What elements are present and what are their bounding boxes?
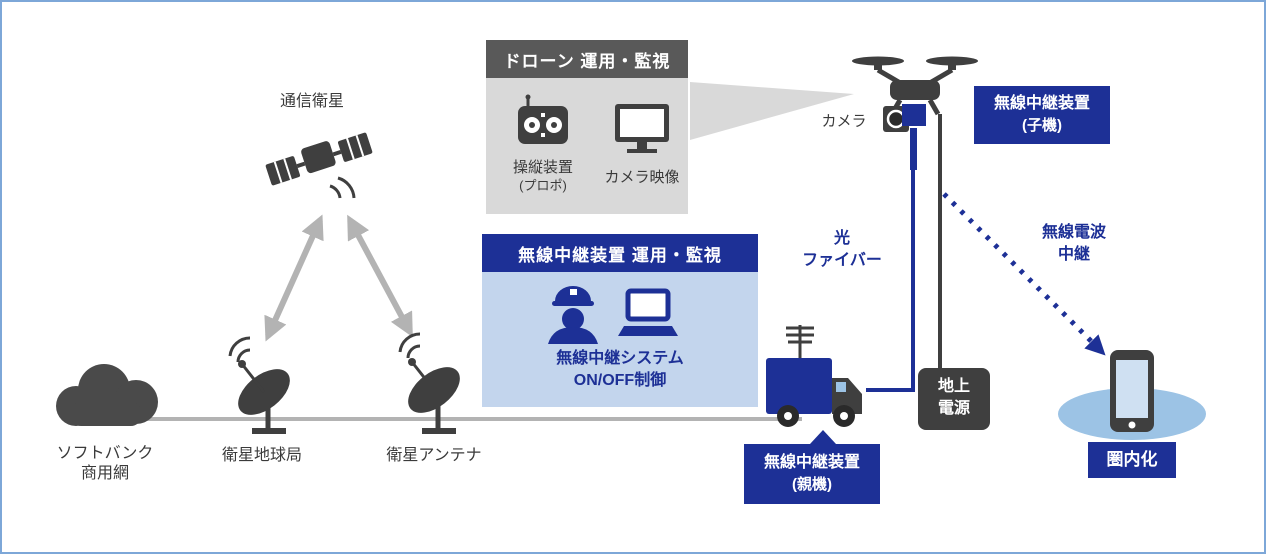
relay-control-line2: ON/OFF制御: [573, 372, 667, 389]
ground-power-line2: 電源: [937, 400, 970, 417]
parent-unit-badge-line2: (親機): [792, 476, 832, 493]
drone-camera-label: カメラ: [821, 113, 867, 130]
network-cloud-icon: [46, 354, 166, 434]
radio-relay-label-line2: 中継: [1057, 246, 1090, 263]
smartphone-icon: [1108, 348, 1156, 434]
controller-label: 操縦装置: [512, 159, 573, 176]
parent-unit-badge-line1: 無線中継装置: [763, 454, 860, 471]
camera-monitor-icon: [612, 102, 672, 156]
drone-panel-body: [486, 78, 688, 214]
optical-fiber-label-line2: ファイバー: [802, 252, 882, 269]
child-unit-badge-line1: 無線中継装置: [993, 95, 1090, 112]
satellite-link-left-arrow: [264, 214, 324, 342]
relay-panel-header: 無線中継装置 運用・監視: [482, 234, 758, 272]
relay-panel-body: [482, 272, 758, 407]
child-relay-unit-icon: [902, 104, 926, 126]
satellite-link-right-arrow: [347, 214, 413, 338]
child-unit-badge-line2: (子機): [1022, 117, 1062, 134]
drone-icon: [850, 48, 980, 178]
relay-truck-icon: [760, 322, 872, 434]
earth-station-label: 衛星地球局: [221, 447, 302, 464]
optical-fiber-label-line1: 光: [833, 230, 850, 247]
cloud-label-line1: ソフトバンク: [56, 445, 154, 462]
optical-fiber-line: [866, 162, 915, 392]
satellite-label: 通信衛星: [279, 93, 344, 110]
satellite-antenna-label: 衛星アンテナ: [386, 447, 482, 464]
satellite-antenna-dish-icon: [394, 326, 474, 438]
coverage-badge: 圏内化: [1088, 442, 1176, 478]
ground-power-box: 地上 電源: [918, 368, 990, 430]
radio-relay-arrow: [942, 192, 1106, 356]
laptop-icon: [618, 288, 678, 342]
parent-unit-badge: 無線中継装置 (親機): [744, 444, 880, 504]
controller-sublabel: (プロポ): [519, 178, 567, 193]
cloud-label-line2: 商用網: [80, 465, 129, 482]
child-unit-badge: 無線中継装置 (子機): [974, 86, 1110, 144]
camera-monitor-label: カメラ映像: [604, 169, 680, 186]
optical-fiber-label: 光 ファイバー: [800, 228, 884, 272]
cloud-label: ソフトバンク 商用網: [42, 444, 168, 484]
radio-relay-label-line1: 無線電波: [1041, 224, 1106, 241]
relay-control-line1: 無線中継システム: [556, 350, 684, 367]
radio-relay-label: 無線電波 中継: [1028, 222, 1120, 266]
satellite-icon: [264, 114, 374, 214]
controller-icon: [514, 94, 572, 154]
drone-panel-header: ドローン 運用・監視: [486, 40, 688, 78]
earth-station-dish-icon: [224, 330, 304, 438]
operator-icon: [545, 282, 601, 344]
ground-power-line1: 地上: [937, 378, 970, 395]
